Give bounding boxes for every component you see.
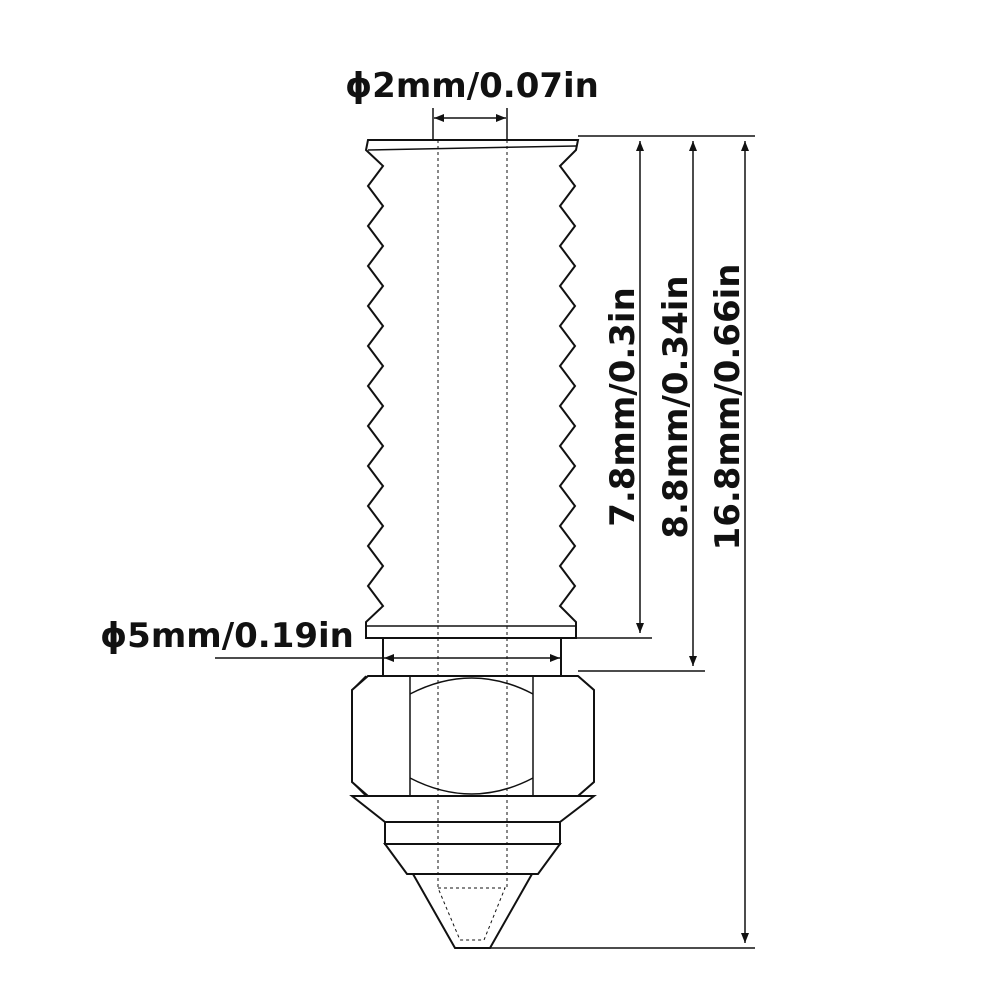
upper-length-label: 8.8mm/0.34in bbox=[656, 275, 696, 538]
collar bbox=[384, 821, 561, 845]
hex-taper bbox=[349, 795, 597, 823]
hex-nut bbox=[351, 675, 595, 797]
total-length-label: 16.8mm/0.66in bbox=[708, 264, 748, 551]
outer-diameter-label: ϕ5mm/0.19in bbox=[100, 616, 354, 656]
threaded-shank bbox=[364, 139, 580, 639]
nozzle-body bbox=[349, 139, 597, 949]
neck bbox=[382, 637, 562, 677]
collar-taper bbox=[383, 843, 562, 875]
nozzle-tip bbox=[411, 873, 534, 949]
dimension-lines bbox=[215, 108, 755, 949]
thread-length-label: 7.8mm/0.3in bbox=[603, 287, 643, 527]
inner-diameter-label: ϕ2mm/0.07in bbox=[345, 66, 599, 106]
